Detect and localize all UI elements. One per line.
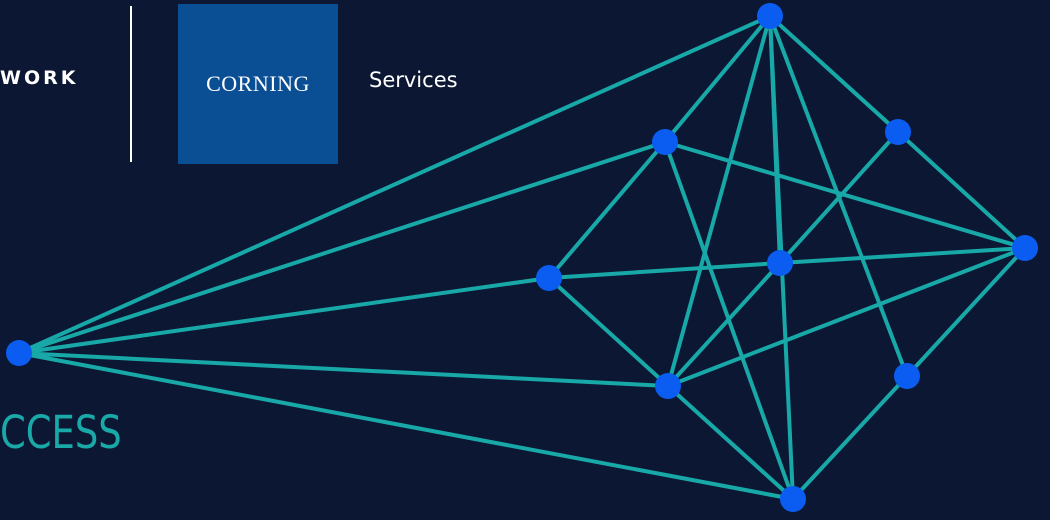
network-edge [547,261,782,280]
network-node [757,3,783,29]
network-edge [666,261,782,388]
network-edge [17,14,772,355]
network-edge [778,246,1027,265]
network-edge [547,276,670,388]
network-edge [666,384,795,501]
corning-logo-text: CORNING [206,71,310,96]
network-edge [791,374,909,501]
network-edge [666,14,772,388]
network-node [536,265,562,291]
network-edge [17,276,551,355]
network-edge [768,14,900,134]
network-node [6,340,32,366]
network-node [894,363,920,389]
network-nodes [6,3,1038,512]
network-edge [663,14,772,144]
network-edge [666,246,1027,388]
network-edges [17,14,1027,501]
headline: CCESS [0,406,122,459]
network-edge [547,140,667,280]
brand-wordmark: WORK [0,67,79,89]
header-divider [130,6,132,162]
network-edge [905,246,1027,378]
network-node [1012,235,1038,261]
network-edge [17,351,795,501]
network-edge [663,140,1027,250]
network-edge [778,130,900,265]
network-edge [17,351,670,388]
corning-logo: CORNING [178,4,338,164]
services-label: Services [369,68,458,92]
network-edge [17,140,667,355]
network-node [652,129,678,155]
network-node [780,486,806,512]
network-node [767,250,793,276]
network-edge [896,130,1027,250]
network-node [885,119,911,145]
network-node [655,373,681,399]
